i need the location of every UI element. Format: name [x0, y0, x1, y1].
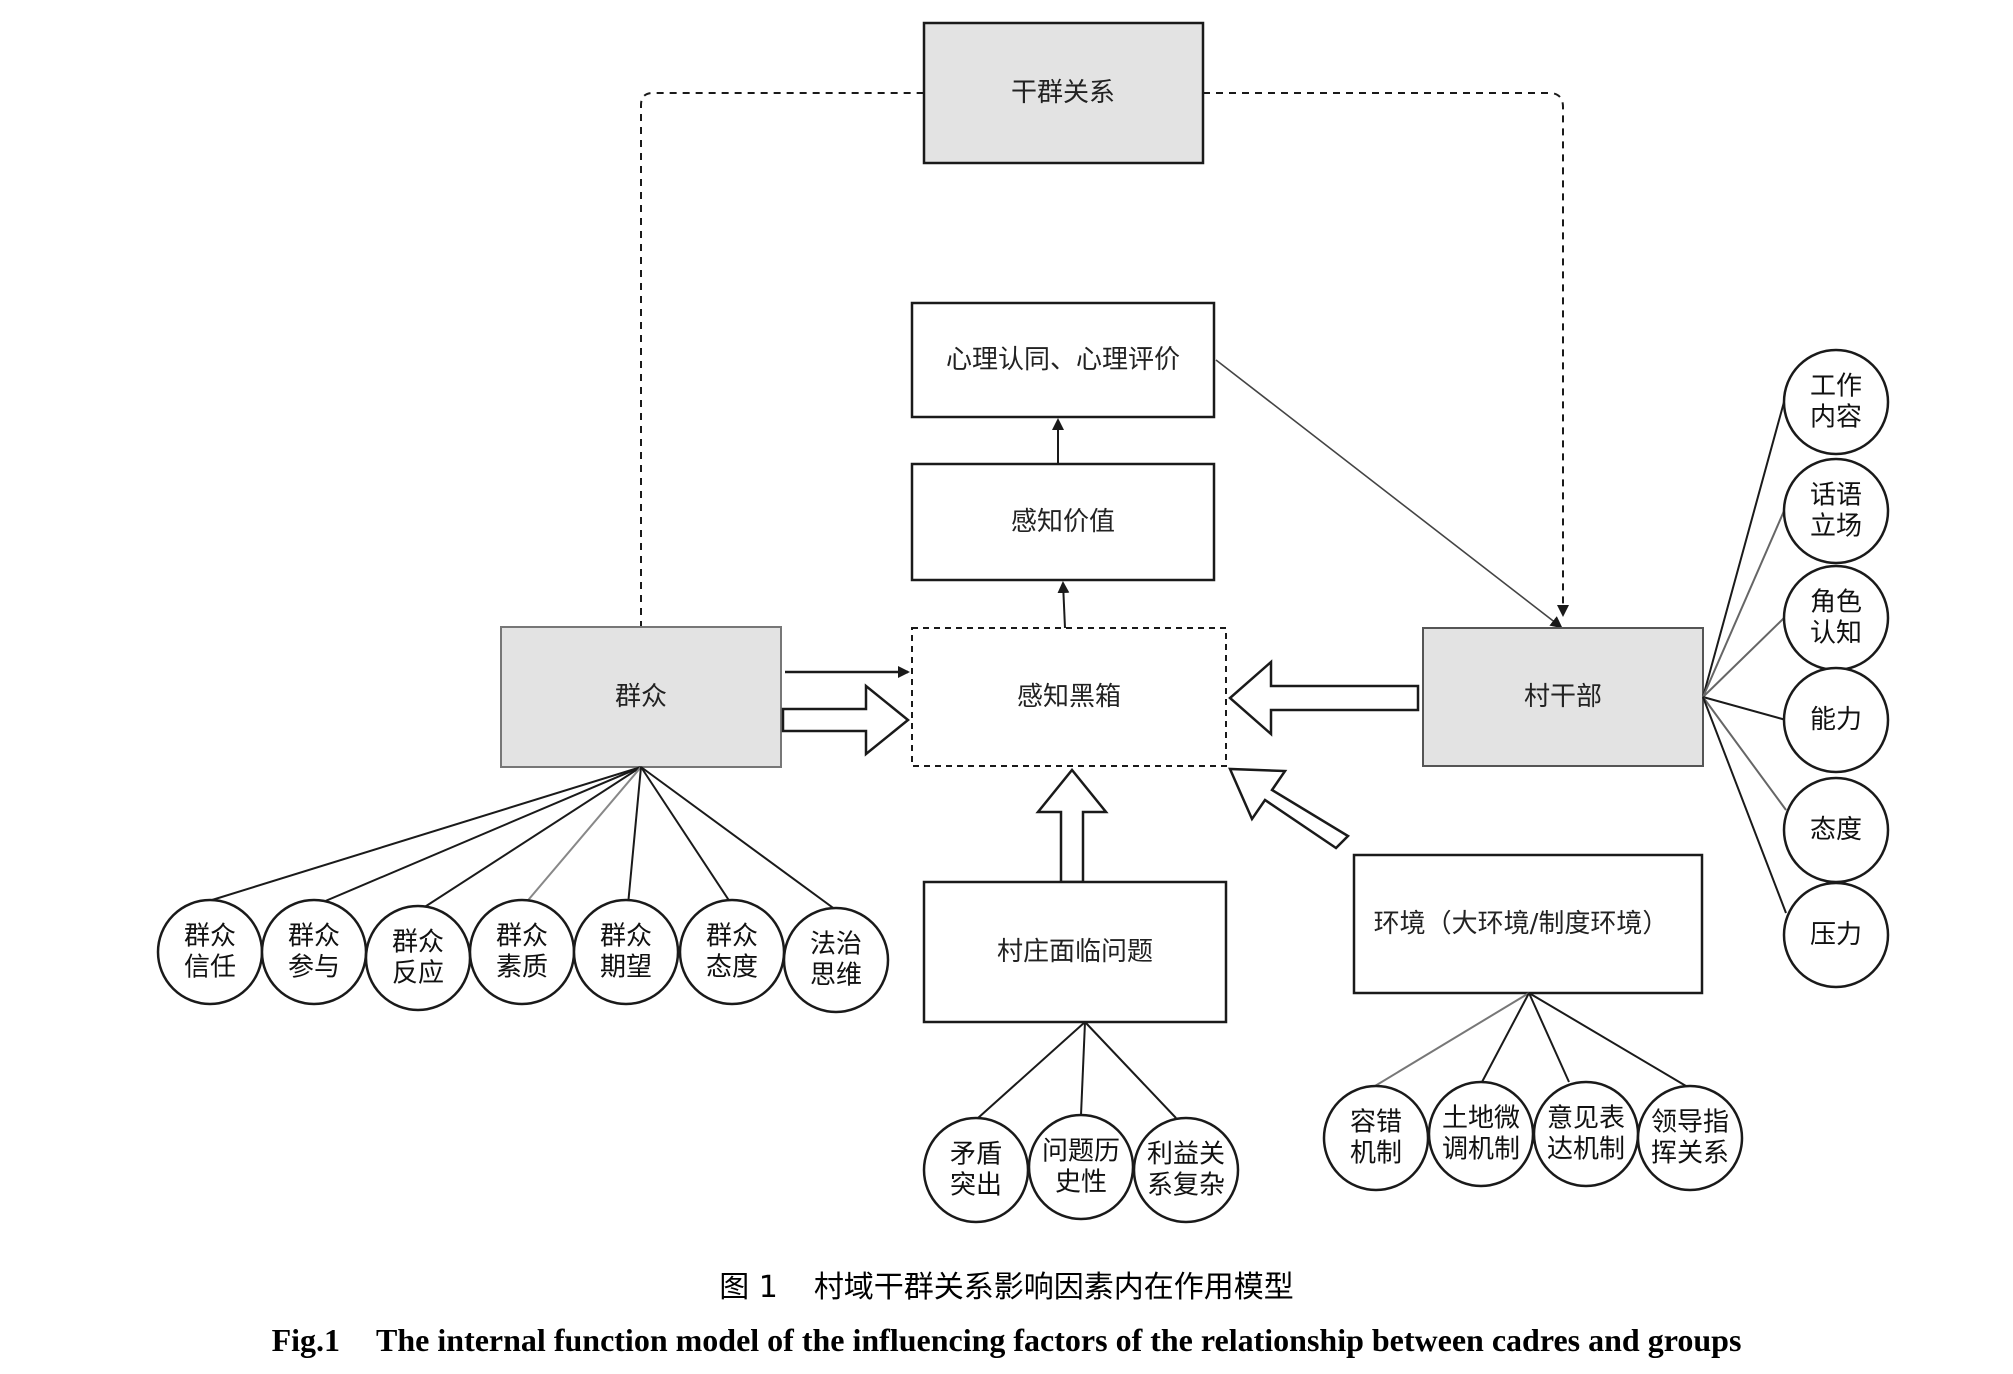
- masses-factor-label: 思维: [810, 961, 862, 991]
- masses-factor-lines: [211, 766, 837, 911]
- masses-factor-label: 素质: [496, 953, 548, 983]
- cadre-factor-label: 话语: [1810, 481, 1862, 511]
- cadre-factor-label: 内容: [1810, 403, 1862, 433]
- masses-factor-label: 群众: [288, 922, 340, 952]
- svg-text:群众: 群众: [615, 682, 667, 712]
- arrow-psych-to-cadres: [1215, 359, 1563, 629]
- svg-text:村庄面临问题: 村庄面临问题: [997, 937, 1153, 967]
- figure-caption-cn: 图 1 村域干群关系影响因素内在作用模型: [0, 1262, 2013, 1306]
- masses-factor-label: 群众: [496, 922, 548, 952]
- masses-factor-label: 反应: [392, 959, 444, 989]
- env-factor-label: 意见表: [1547, 1104, 1625, 1134]
- hollow-arrow-env: [1228, 767, 1351, 850]
- env-factor-label: 领导指: [1651, 1108, 1729, 1138]
- svg-text:环境（大环境/制度环境）: 环境（大环境/制度环境）: [1374, 909, 1669, 939]
- cadre-factor-label: 认知: [1810, 619, 1862, 649]
- cadre-factor-4: 能力: [1782, 666, 1890, 774]
- cadre-factor-5: 态度: [1782, 776, 1890, 884]
- env-factor-label: 土地微: [1442, 1104, 1520, 1134]
- village-factor-label: 系复杂: [1147, 1171, 1225, 1201]
- env-factor-label: 调机制: [1442, 1135, 1520, 1165]
- cadre-factor-label: 立场: [1810, 512, 1862, 542]
- env-factor-label: 机制: [1350, 1139, 1402, 1169]
- masses-factor-label: 群众: [392, 928, 444, 958]
- village-factor-label: 矛盾: [950, 1140, 1002, 1170]
- env-factor-lines: [1374, 992, 1687, 1087]
- masses-factor-label: 参与: [288, 953, 340, 983]
- caption-cn-number: 图 1: [719, 1270, 778, 1305]
- hollow-arrow-cadres-shape: [1228, 659, 1420, 737]
- dashed-link-left: [640, 92, 924, 628]
- village-issues-node: 村庄面临问题: [922, 880, 1228, 1024]
- masses-factor-label: 法治: [810, 930, 862, 960]
- cadre-factor-label: 态度: [1810, 815, 1862, 845]
- environment-node: 环境（大环境/制度环境）: [1352, 853, 1704, 995]
- perceived-value-node: 感知价值: [910, 462, 1216, 582]
- masses-factor-label: 信任: [184, 953, 236, 983]
- hollow-arrow-village: [1035, 768, 1109, 884]
- dashed-link-right: [1203, 92, 1569, 617]
- psych-identity-node: 心理认同、心理评价: [910, 301, 1216, 419]
- cadres-node: 村干部: [1422, 627, 1704, 767]
- perception-blackbox-node: 感知黑箱: [911, 627, 1227, 767]
- hollow-arrow-masses: [781, 683, 910, 757]
- masses-factor-label: 期望: [600, 953, 652, 983]
- masses-node: 群众: [500, 626, 782, 768]
- figure-caption-en: Fig.1 The internal function model of the …: [0, 1322, 2013, 1359]
- env-factor-label: 容错: [1350, 1108, 1402, 1138]
- cadre-factor-label: 压力: [1810, 920, 1862, 950]
- cadre-factor-label: 工作: [1810, 372, 1862, 402]
- cadre-factor-label: 角色: [1810, 588, 1862, 618]
- env-factor-label: 达机制: [1547, 1135, 1625, 1165]
- village-factor-label: 利益关: [1147, 1140, 1225, 1170]
- env-factor-label: 挥关系: [1651, 1139, 1729, 1169]
- cadre-factor-lines: [1702, 401, 1787, 914]
- svg-text:干群关系: 干群关系: [1011, 78, 1115, 108]
- village-factor-label: 突出: [950, 1171, 1002, 1201]
- caption-en-number: Fig.1: [271, 1322, 341, 1358]
- village-factor-label: 史性: [1055, 1168, 1107, 1198]
- arrow-blackbox-to-value: [1057, 581, 1070, 629]
- caption-cn-text: 村域干群关系影响因素内在作用模型: [813, 1270, 1294, 1305]
- caption-en-text: The internal function model of the influ…: [376, 1322, 1742, 1358]
- masses-factor-label: 态度: [706, 953, 758, 983]
- relationship-node: 干群关系: [922, 21, 1205, 165]
- cadre-factor-label: 能力: [1810, 705, 1862, 735]
- svg-text:感知价值: 感知价值: [1011, 507, 1115, 537]
- masses-factor-label: 群众: [600, 922, 652, 952]
- masses-factor-label: 群众: [184, 922, 236, 952]
- svg-text:感知黑箱: 感知黑箱: [1017, 682, 1121, 712]
- svg-text:村干部: 村干部: [1524, 682, 1602, 712]
- village-factor-lines: [977, 1021, 1177, 1119]
- masses-factor-label: 群众: [706, 922, 758, 952]
- village-factor-label: 问题历: [1042, 1137, 1120, 1167]
- cadre-factor-6: 压力: [1782, 881, 1890, 989]
- svg-text:心理认同、心理评价: 心理认同、心理评价: [946, 345, 1180, 375]
